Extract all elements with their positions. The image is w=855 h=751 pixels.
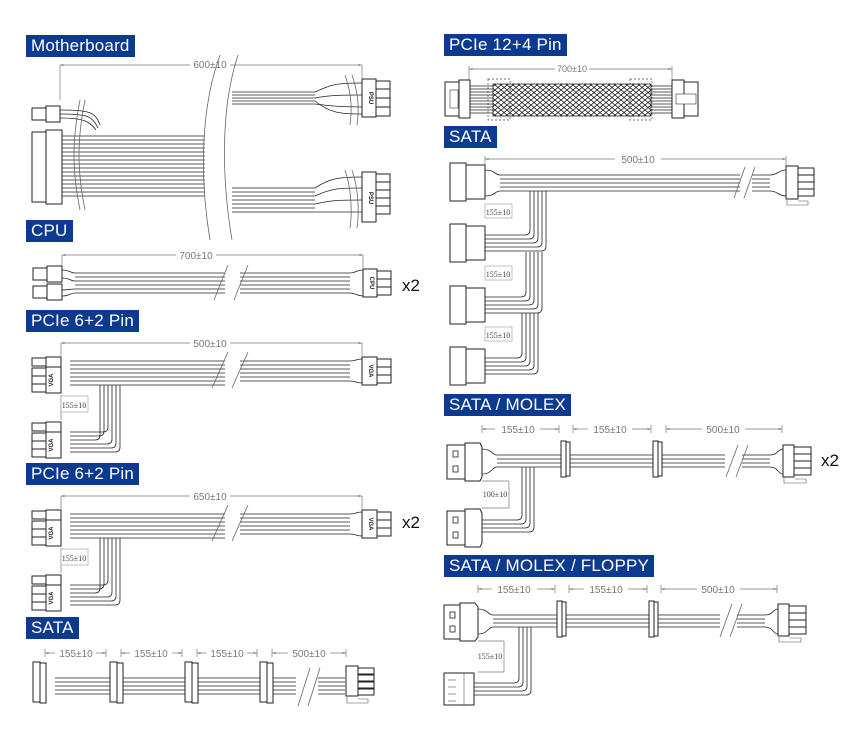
cable-pcie-12-4: 700±10 xyxy=(444,63,699,121)
cable-motherboard: 600±10 xyxy=(31,54,391,241)
connector-label-psu-2: PSU xyxy=(367,192,373,204)
dimension-seg2: 155±10 xyxy=(593,425,627,436)
connector-label-vga-1: VGA xyxy=(49,373,55,387)
label-cpu: CPU xyxy=(26,220,73,242)
dimension-main: 500±10 xyxy=(292,649,326,660)
label-motherboard: Motherboard xyxy=(26,35,135,57)
dimension-branch: 155±10 xyxy=(62,401,86,410)
dimension-branch-2: 155±10 xyxy=(486,270,510,279)
dimension-main: 700±10 xyxy=(179,251,213,262)
cable-sata-inline: 155±10 155±10 155±10 500±10 xyxy=(32,649,375,707)
connector-label-vga-3: VGA xyxy=(49,438,55,452)
cable-sata-molex-floppy: 155±10 155±10 500±10 xyxy=(443,585,807,706)
label-sata-molex: SATA / MOLEX xyxy=(444,394,572,416)
dimension-branch: 155±10 xyxy=(478,652,502,661)
label-sata-molex-floppy: SATA / MOLEX / FLOPPY xyxy=(444,555,655,577)
dimension-main: 500±10 xyxy=(701,585,735,596)
cable-sata-branch: 500±10 xyxy=(449,153,815,386)
dimension-branch-3: 155±10 xyxy=(486,331,510,340)
dimension-main: 500±10 xyxy=(621,155,655,166)
label-sata-branch: SATA xyxy=(444,126,497,148)
connector-label-vga-2: VGA xyxy=(367,364,373,378)
quantity-pcie-6-2-b: x2 xyxy=(402,513,420,532)
label-sata-inline: SATA xyxy=(26,617,79,639)
dimension-branch-1: 155±10 xyxy=(486,208,510,217)
connector-label-cpu: CPU xyxy=(368,277,374,290)
connector-label-vga-2: VGA xyxy=(367,517,373,531)
label-pcie-6-2-a: PCIe 6+2 Pin xyxy=(26,310,140,332)
quantity-cpu: x2 xyxy=(402,276,420,295)
dimension-seg1: 155±10 xyxy=(501,425,535,436)
dimension-main: 700±10 xyxy=(557,64,587,74)
dimension-main: 500±10 xyxy=(706,425,740,436)
cable-pcie-6-2-b: 650±10 VGA VGA xyxy=(31,490,392,612)
dimension-seg1: 155±10 xyxy=(497,585,531,596)
quantity-sata-molex: x2 xyxy=(821,451,839,470)
cable-sata-molex: 155±10 155±10 500±10 xyxy=(446,425,812,548)
dimension-seg2: 155±10 xyxy=(589,585,623,596)
dimension-branch: 100±10 xyxy=(483,490,507,499)
dimension-main: 600±10 xyxy=(193,60,227,71)
connector-label-vga-3: VGA xyxy=(49,591,55,605)
cable-pcie-6-2-a: 500±10 VGA VGA xyxy=(31,337,392,459)
dimension-seg3: 155±10 xyxy=(210,649,244,660)
cable-cpu: 700±10 CPU xyxy=(32,249,392,301)
dimension-seg2: 155±10 xyxy=(134,649,168,660)
dimension-seg1: 155±10 xyxy=(59,649,93,660)
dimension-main: 650±10 xyxy=(193,492,227,503)
dimension-main: 500±10 xyxy=(193,339,227,350)
connector-label-psu-1: PSU xyxy=(367,92,373,104)
label-pcie-12-4: PCIe 12+4 Pin xyxy=(444,34,567,56)
label-pcie-6-2-b: PCIe 6+2 Pin xyxy=(26,463,140,485)
dimension-branch: 155±10 xyxy=(62,554,86,563)
connector-label-vga-1: VGA xyxy=(49,526,55,540)
